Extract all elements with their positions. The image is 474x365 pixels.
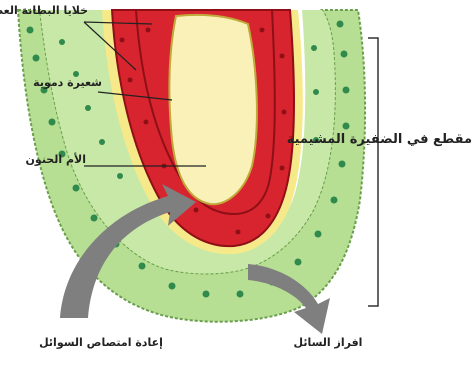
secretion-label: افراز السائل	[278, 336, 378, 351]
section-bracket	[368, 38, 378, 306]
blood-capillary-label: شعيرة دموية	[30, 76, 102, 91]
reabsorption-label: إعادة امتصاص السوائل	[28, 336, 174, 351]
pia-mater-core	[169, 15, 257, 204]
ependymal-cells-label: خلايا البطانة العصبية	[6, 4, 88, 19]
pia-mater-label: الأم الحنون	[2, 153, 86, 168]
section-title-label: مقطع في الضفيرة المشيمية	[384, 130, 472, 150]
